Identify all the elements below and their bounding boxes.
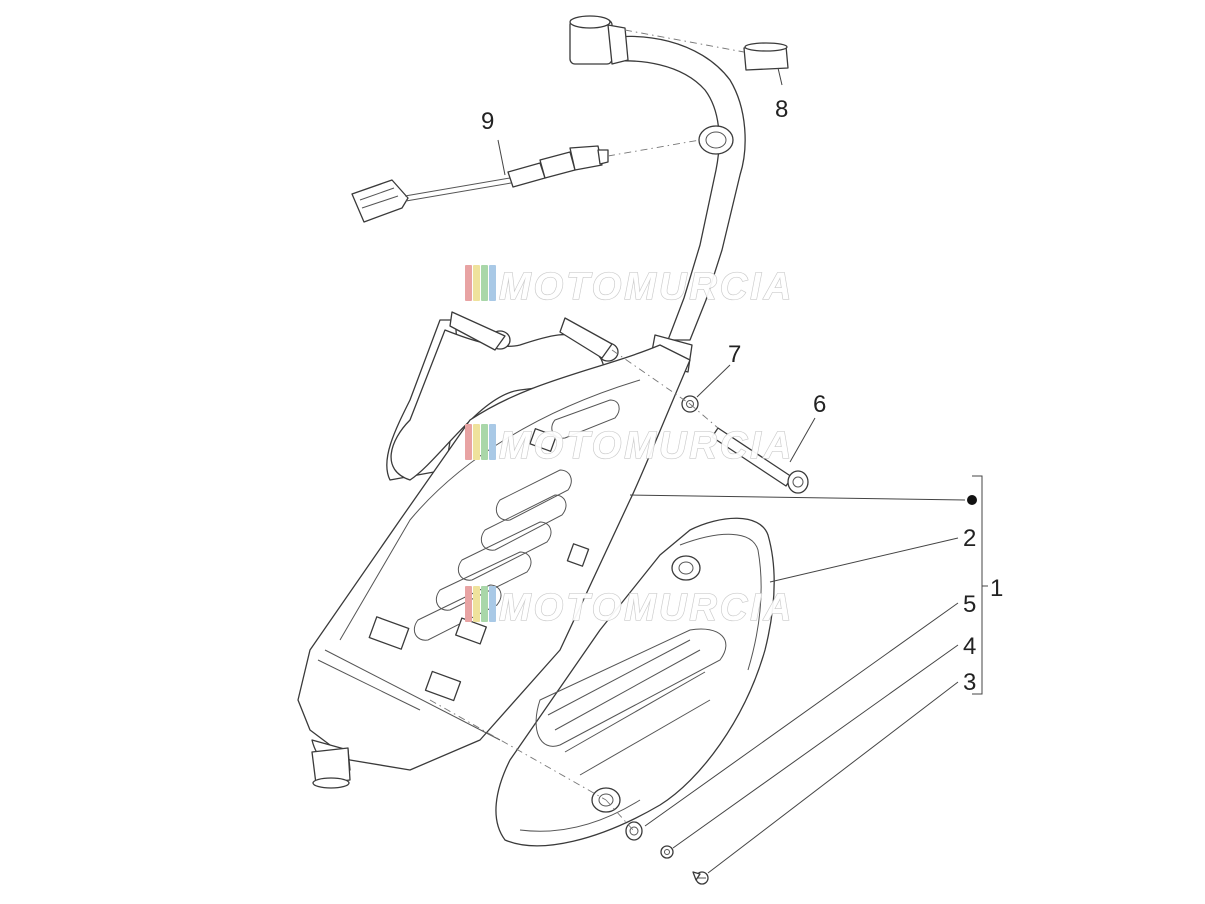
callout-labels: 1 2 3 4 5 6 7 8 9 [481, 96, 1003, 696]
leader-lines [497, 67, 988, 874]
callout-8: 8 [775, 96, 788, 123]
watermark-stripe-yellow [473, 265, 480, 301]
callout-2: 2 [963, 525, 976, 552]
watermark-text: MOTOMURCIA [499, 425, 794, 467]
watermark-stripe-green [481, 424, 488, 460]
watermark-stripe-yellow [473, 424, 480, 460]
screw-part-3 [692, 871, 709, 885]
watermark-middle: MOTOMURCIA [465, 424, 794, 468]
callout-5: 5 [963, 591, 976, 618]
oxygen-sensor-part-9 [351, 145, 609, 223]
watermark-bottom: MOTOMURCIA [465, 586, 794, 630]
watermark-top: MOTOMURCIA [465, 265, 794, 309]
callout-7: 7 [728, 341, 741, 368]
muffler-heat-slots [413, 399, 620, 641]
callout-6: 6 [813, 391, 826, 418]
bolt-part-6 [711, 427, 809, 494]
assembly-marker-dot [967, 495, 977, 505]
callout-3: 3 [963, 669, 976, 696]
watermark-stripe-red [465, 586, 472, 622]
watermark-stripe-green [481, 265, 488, 301]
callout-4: 4 [963, 633, 976, 660]
watermark-stripe-blue [489, 586, 496, 622]
watermark-stripe-red [465, 265, 472, 301]
watermark-text: MOTOMURCIA [499, 587, 794, 629]
watermark-stripe-blue [489, 265, 496, 301]
watermark-stripe-red [465, 424, 472, 460]
heat-shield-part-2 [495, 517, 775, 847]
sleeve-part-8 [743, 42, 789, 71]
callout-1: 1 [990, 575, 1003, 602]
callout-9: 9 [481, 108, 494, 135]
watermark-text: MOTOMURCIA [499, 266, 794, 308]
watermark-stripe-green [481, 586, 488, 622]
assembly-lines [429, 29, 745, 832]
exhaust-header-pipe [569, 15, 746, 373]
watermark-stripe-blue [489, 424, 496, 460]
watermark-stripe-yellow [473, 586, 480, 622]
washer-part-4 [660, 845, 674, 859]
muffler-body [297, 311, 691, 789]
